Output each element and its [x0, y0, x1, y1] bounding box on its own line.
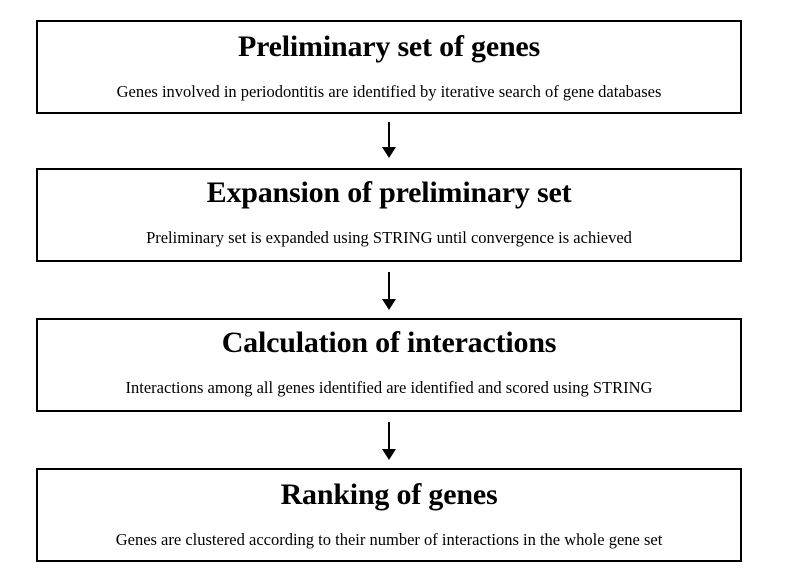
step-description: Interactions among all genes identified … — [125, 378, 653, 397]
step-title: Preliminary set of genes — [237, 30, 541, 63]
step-title: Calculation of interactions — [221, 326, 557, 359]
step-title: Expansion of preliminary set — [206, 176, 572, 209]
step-description: Preliminary set is expanded using STRING… — [146, 228, 632, 247]
step-title: Ranking of genes — [280, 478, 498, 511]
step-description: Genes are clustered according to their n… — [115, 530, 663, 549]
step-description: Genes involved in periodontitis are iden… — [116, 82, 662, 101]
down-arrow-icon — [377, 270, 401, 312]
down-arrow-icon — [377, 120, 401, 160]
step-box-expansion: Expansion of preliminary set Preliminary… — [36, 168, 742, 262]
down-arrow-icon — [377, 420, 401, 462]
step-box-calculation: Calculation of interactions Interactions… — [36, 318, 742, 412]
step-box-ranking: Ranking of genes Genes are clustered acc… — [36, 468, 742, 562]
step-box-preliminary-set: Preliminary set of genes Genes involved … — [36, 20, 742, 114]
